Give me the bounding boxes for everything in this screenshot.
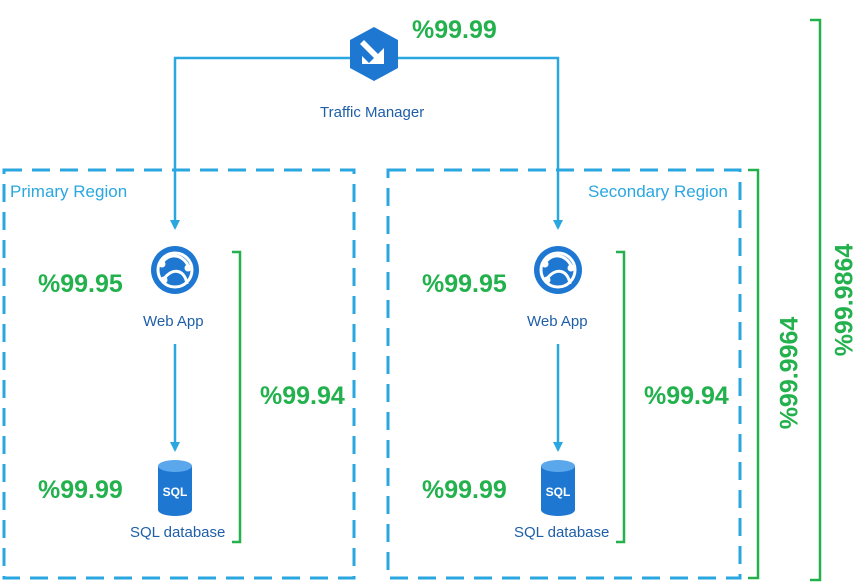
secondary-region-label: Secondary Region [588,182,728,201]
secondary-webapp-sla: %99.95 [422,270,507,298]
secondary-sql-label: SQL database [514,524,610,541]
primary-combined-sla: %99.94 [260,382,345,410]
traffic-manager-icon [350,27,398,81]
route-to-secondary [398,56,563,230]
primary-webapp-sla: %99.95 [38,270,123,298]
secondary-region-box [386,168,742,580]
secondary-combined-bracket [616,250,626,544]
secondary-webapp-label: Web App [527,313,588,330]
primary-sql-label: SQL database [130,524,226,541]
web-app-icon [151,246,199,294]
primary-region-label: Primary Region [10,182,128,201]
sql-database-icon: SQL [541,460,575,516]
overall-sla: %99.9864 [830,243,859,357]
sql-icon-text: SQL [163,485,188,499]
primary-combined-bracket [232,250,242,544]
web-app-icon [534,246,582,294]
primary-region-box [2,168,356,580]
traffic-manager-sla: %99.99 [412,16,497,44]
primary-webapp-label: Web App [143,313,204,330]
traffic-manager-label: Traffic Manager [320,104,425,121]
overall-bracket [810,18,822,582]
regions-combined-sla: %99.9964 [775,316,804,430]
secondary-combined-sla: %99.94 [644,382,729,410]
sql-database-icon: SQL [158,460,192,516]
route-to-primary [170,56,350,230]
regions-combined-bracket [748,168,760,580]
primary-sql-sla: %99.99 [38,476,123,504]
secondary-sql-sla: %99.99 [422,476,507,504]
sql-icon-text: SQL [546,485,571,499]
